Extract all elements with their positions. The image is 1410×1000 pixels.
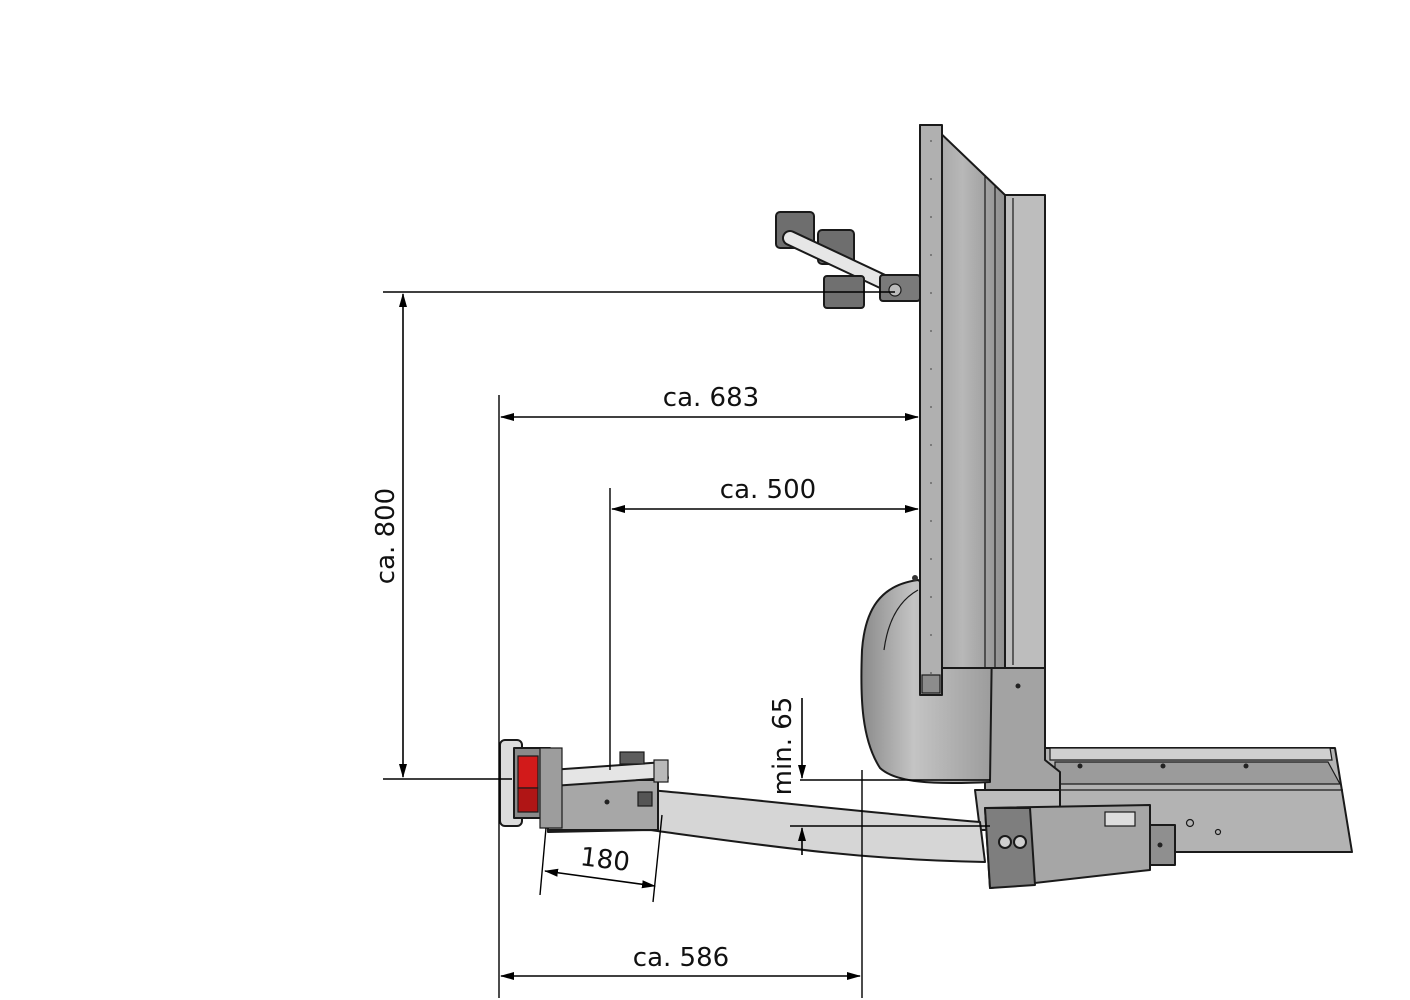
footplate-holder	[499, 739, 669, 831]
lift-machine	[499, 124, 1353, 889]
dimension-line-180	[544, 868, 656, 889]
armrest-mechanism	[775, 211, 921, 309]
dimension-label-800: ca. 800	[371, 488, 401, 584]
dimension-label-180: 180	[579, 842, 632, 878]
dimension-label-65: min. 65	[768, 697, 798, 796]
dimension-label-500: ca. 500	[720, 475, 816, 505]
vertical-column	[919, 124, 1046, 696]
dimension-label-683: ca. 683	[663, 383, 759, 413]
dimension-label-586: ca. 586	[633, 943, 729, 973]
dimension-annotations: ca. 800 ca. 683 ca. 500 min. 65 180 ca. …	[371, 291, 990, 998]
